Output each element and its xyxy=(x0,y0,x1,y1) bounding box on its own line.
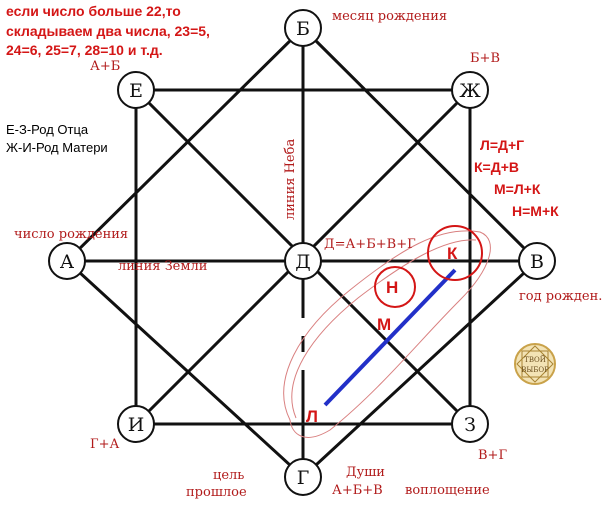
label-embodiment: воплощение xyxy=(405,483,490,498)
label-birth-year: год рожден. xyxy=(519,289,602,304)
label-birth-day: число рождения xyxy=(14,227,128,242)
label-souls: Души xyxy=(346,465,385,480)
node-g: Г xyxy=(284,458,322,496)
node-g-label: Г xyxy=(297,467,310,489)
label-birth-month: месяц рождения xyxy=(332,9,447,24)
marker-l: Л xyxy=(306,407,318,426)
node-d-label: Д xyxy=(295,251,310,273)
rule-line-3: 24=6, 25=7, 28=10 и т.д. xyxy=(6,42,163,58)
node-e: Е xyxy=(117,71,155,109)
node-zh: Ж xyxy=(451,71,489,109)
seal-line-2: ВЫБОР xyxy=(521,366,549,374)
node-e-label: Е xyxy=(129,80,143,102)
label-sky-line: линия Неба xyxy=(283,139,298,220)
lineage-mother: Ж-И-Род Матери xyxy=(6,140,108,155)
seal-logo: ТВОЙ ВЫБОР xyxy=(514,343,556,385)
node-v: В xyxy=(518,242,556,280)
rule-line-2: складываем два числа, 23=5, xyxy=(6,23,210,39)
formula-1: Л=Д+Г xyxy=(480,137,524,153)
node-z-label: З xyxy=(464,414,476,436)
label-d-formula: Д=А+Б+В+Г xyxy=(324,237,416,252)
node-a: А xyxy=(48,242,86,280)
label-a-b-v: А+Б+В xyxy=(332,483,383,498)
formula-4: Н=М+К xyxy=(512,203,559,219)
marker-n: Н xyxy=(386,278,398,297)
blue-line-l-k xyxy=(323,268,457,407)
marker-k: К xyxy=(447,244,458,263)
node-z: З xyxy=(451,405,489,443)
label-goal: цель xyxy=(213,468,244,483)
circle-k xyxy=(427,225,483,281)
marker-m: М xyxy=(377,315,391,334)
node-i-label: И xyxy=(128,414,145,436)
node-v-label: В xyxy=(530,251,544,273)
red-loop-inner xyxy=(291,239,477,419)
label-b-plus-v: Б+В xyxy=(470,51,500,66)
circle-n xyxy=(374,266,416,308)
formula-3: М=Л+К xyxy=(494,181,541,197)
node-b-label: Б xyxy=(296,18,310,40)
node-a-label: А xyxy=(60,251,75,273)
rule-line-1: если число больше 22,то xyxy=(6,3,181,19)
node-zh-label: Ж xyxy=(459,80,481,102)
lineage-father: Е-З-Род Отца xyxy=(6,122,89,137)
red-loop xyxy=(283,230,491,438)
node-b: Б xyxy=(284,9,322,47)
label-past: прошлое xyxy=(186,485,247,500)
node-d: Д xyxy=(284,242,322,280)
label-a-plus-b: А+Б xyxy=(90,59,120,74)
label-earth-line: линия Земли xyxy=(118,259,207,274)
label-v-plus-g: В+Г xyxy=(478,448,507,463)
label-g-plus-a: Г+А xyxy=(90,437,120,452)
node-i: И xyxy=(117,405,155,443)
formula-2: К=Д+В xyxy=(474,159,519,175)
seal-line-1: ТВОЙ xyxy=(524,355,546,364)
